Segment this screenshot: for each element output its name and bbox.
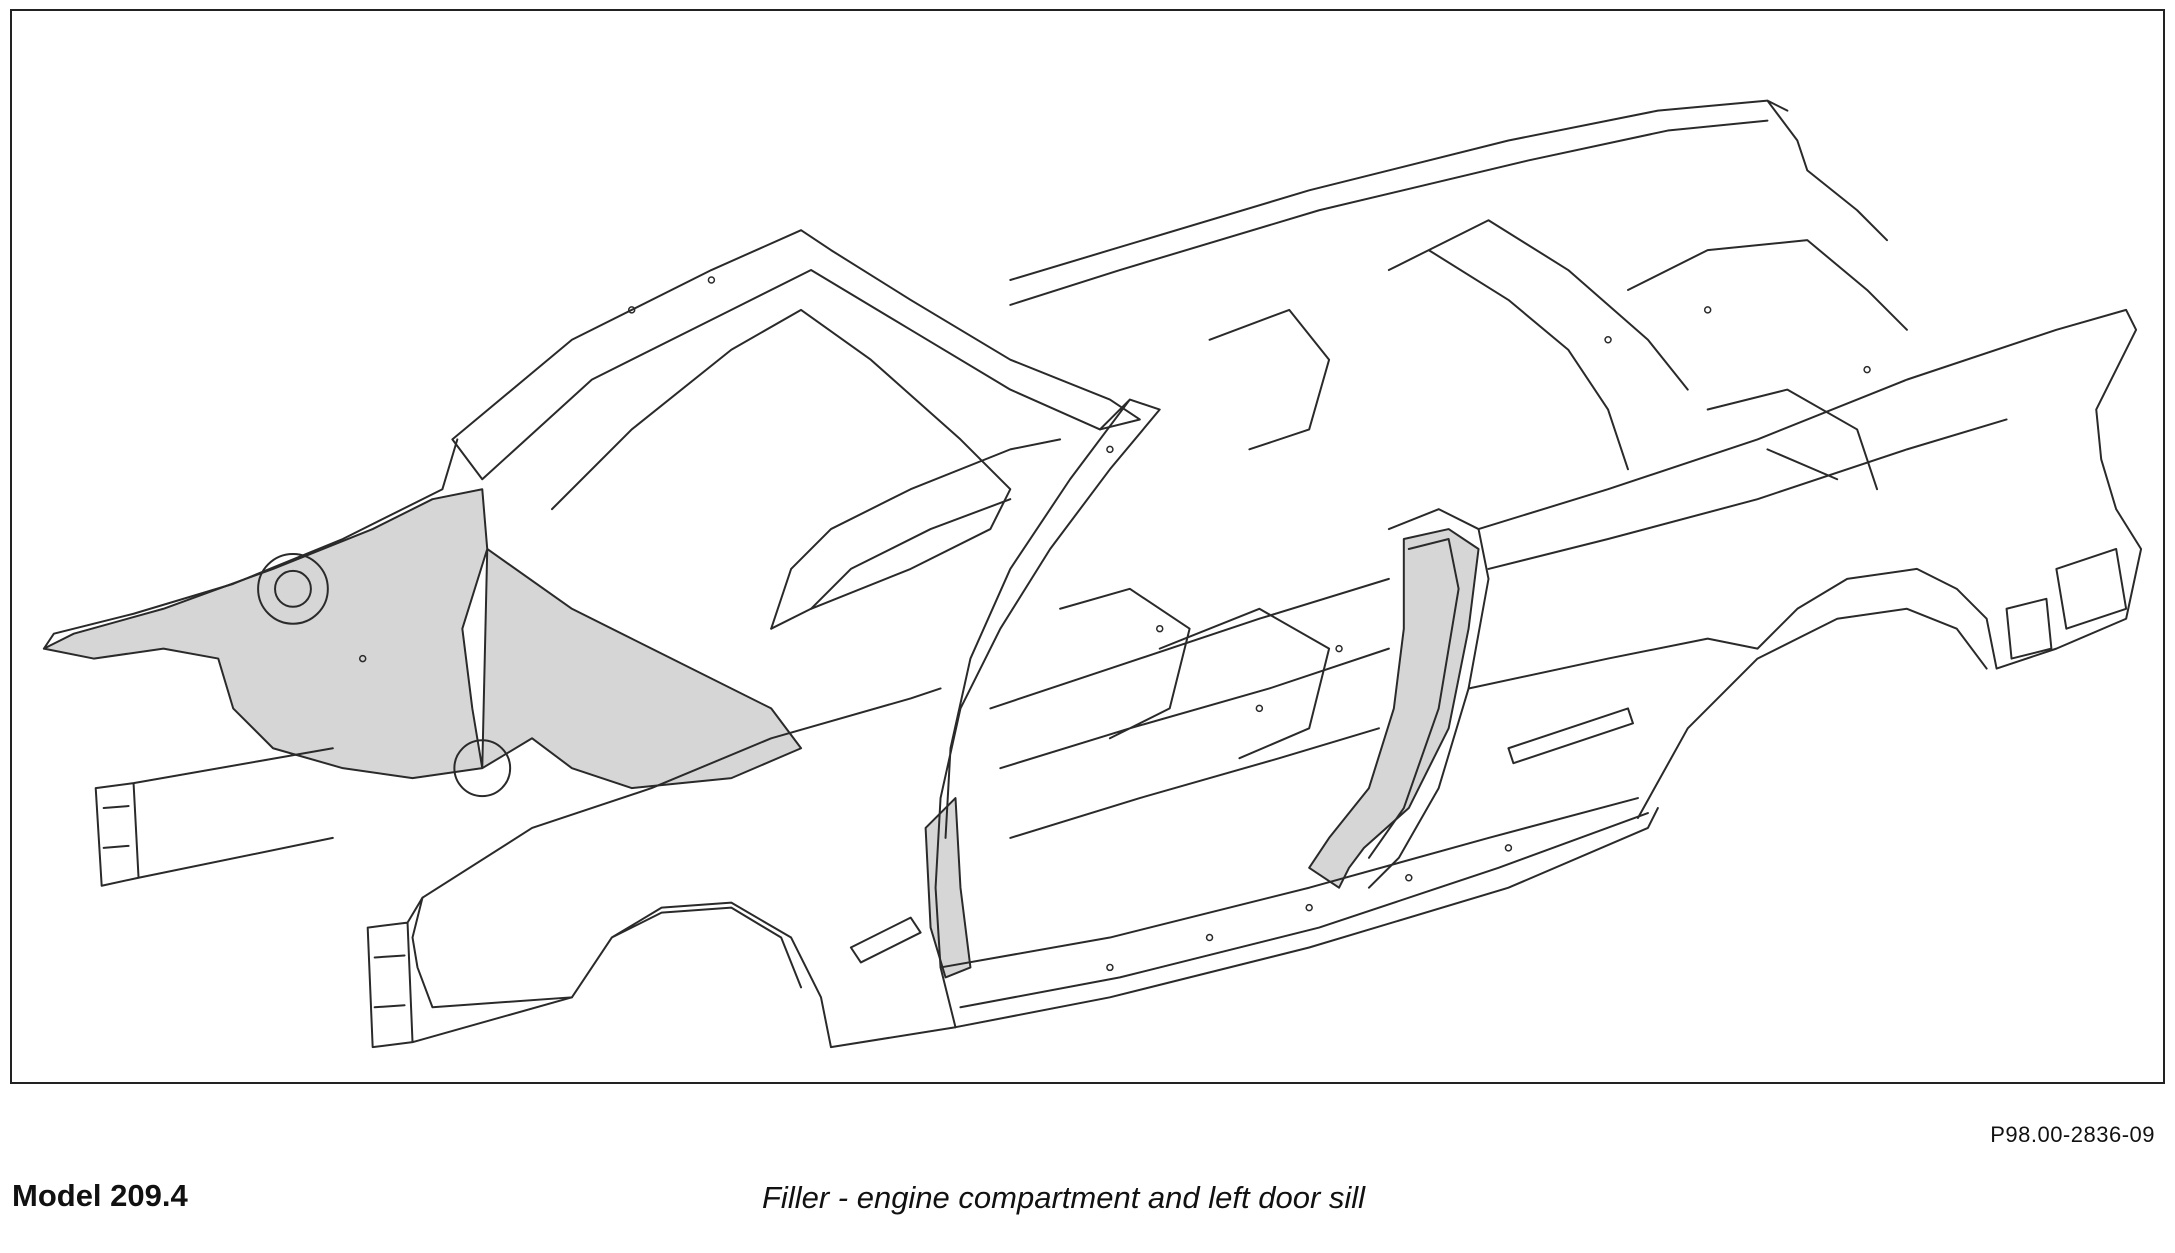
rear-top-frame — [1009, 99, 1889, 306]
right-strut-tower-inner — [274, 569, 312, 608]
rear-quarter-side-marker — [1507, 707, 1634, 765]
model-label: Model 209.4 — [12, 1178, 188, 1213]
front-fender — [411, 687, 957, 1049]
illustration-frame — [10, 9, 2165, 1084]
front-inner-fender-edge — [42, 438, 459, 650]
left-strut-tower — [453, 739, 512, 798]
rear-bulkhead — [1387, 219, 1908, 471]
fastener-holes — [358, 276, 1871, 972]
highlighted-filler-engine-compartment — [42, 488, 803, 790]
front-fender-side-marker — [849, 916, 922, 964]
b-pillar — [1367, 508, 1490, 889]
rear-floor-detail — [1208, 308, 1879, 491]
rear-quarter-panel — [1467, 308, 2143, 690]
figure-reference-code: P98.00-2836-09 — [1990, 1122, 2155, 1147]
front-right-crash-box — [366, 896, 573, 1049]
door-sill-panel — [939, 797, 1659, 1029]
highlighted-filler-door-sill — [1308, 528, 1480, 889]
figure-caption: Filler - engine compartment and left doo… — [762, 1180, 1366, 1215]
firewall — [770, 438, 1062, 630]
right-strut-tower — [257, 552, 329, 625]
a-pillar — [934, 398, 1161, 1029]
windshield-frame — [451, 229, 1141, 630]
highlighted-filler-a-pillar-lower — [924, 797, 972, 979]
rear-wheel-arch — [1636, 607, 1988, 819]
car-body-shell-drawing — [42, 99, 2143, 1049]
rear-light-housing — [2005, 547, 2128, 660]
floor-pan — [989, 577, 1390, 839]
front-left-crash-box — [94, 747, 334, 887]
